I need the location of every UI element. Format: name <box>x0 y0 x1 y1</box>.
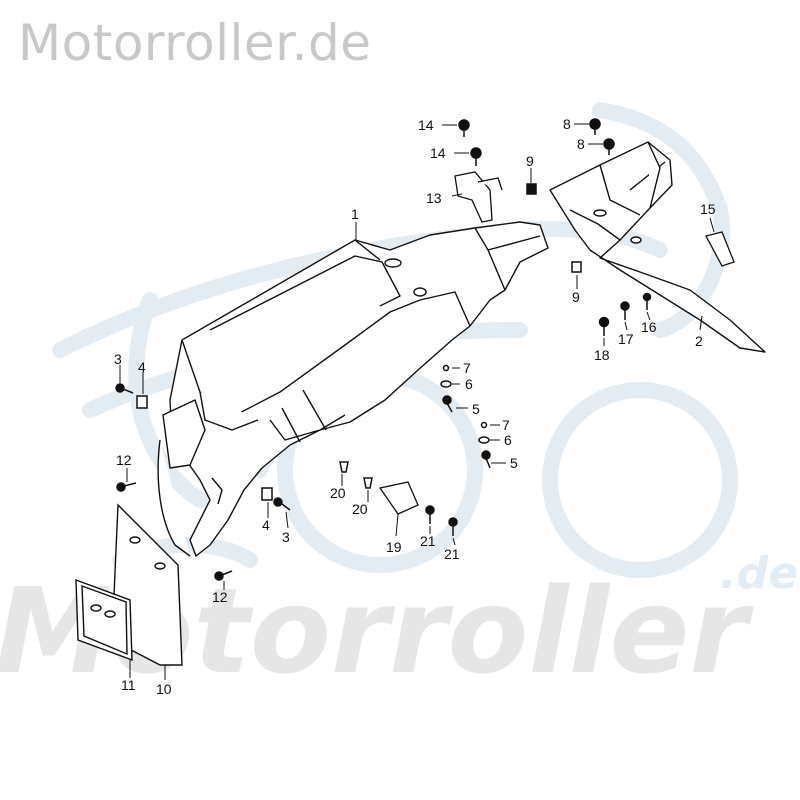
screw-17 <box>620 301 630 320</box>
label-part-20a: 20 <box>330 485 346 501</box>
screw-21a <box>425 505 435 524</box>
label-part-13: 13 <box>426 190 442 206</box>
clip-20b <box>363 477 373 489</box>
bolt-14b <box>470 147 482 166</box>
screw-18 <box>598 316 610 336</box>
label-part-14b: 14 <box>430 145 446 161</box>
label-part-15: 15 <box>700 201 716 217</box>
label-part-21a: 21 <box>420 533 436 549</box>
label-part-9b: 9 <box>572 289 580 305</box>
label-part-12a: 12 <box>116 452 132 468</box>
label-part-1: 1 <box>351 206 359 222</box>
nut-4b <box>261 487 273 501</box>
label-part-10: 10 <box>156 681 172 697</box>
bolt-5a <box>442 395 453 413</box>
nut-9a <box>526 183 537 195</box>
part-11-reflector <box>75 578 133 662</box>
label-part-19: 19 <box>386 539 402 555</box>
washer-7b <box>480 421 488 429</box>
part-2-tail-section <box>549 141 766 353</box>
label-part-14a: 14 <box>418 117 434 133</box>
nut-4a <box>136 395 148 409</box>
label-part-4b: 4 <box>262 517 270 533</box>
watermark-suffix: .de <box>720 548 798 599</box>
label-part-7b: 7 <box>502 417 510 433</box>
washer-6b <box>478 436 490 444</box>
part-13-bracket <box>454 171 503 223</box>
label-part-17: 17 <box>618 331 634 347</box>
label-part-18: 18 <box>594 347 610 363</box>
part-1-rear-fender <box>157 221 549 557</box>
bolt-14a <box>458 119 470 137</box>
clip-20a <box>339 461 349 473</box>
bolt-5b <box>481 450 491 469</box>
label-part-5a: 5 <box>472 401 480 417</box>
label-part-16: 16 <box>641 319 657 335</box>
bolt-12a <box>116 482 137 492</box>
label-part-11: 11 <box>121 677 136 693</box>
bolt-3a <box>115 383 134 394</box>
washer-6a <box>440 380 452 388</box>
bolt-12b <box>214 570 233 581</box>
site-title: Motorroller.de <box>18 14 372 72</box>
part-labels: 1 2 3 3 4 4 5 5 6 6 7 7 8 8 9 9 10 11 12… <box>114 116 716 697</box>
label-part-8a: 8 <box>563 116 571 132</box>
screw-16 <box>642 292 652 310</box>
screw-21b <box>448 517 458 536</box>
label-part-8b: 8 <box>577 136 585 152</box>
bolt-3b <box>273 497 291 511</box>
label-part-9a: 9 <box>526 153 534 169</box>
label-part-2: 2 <box>695 333 703 349</box>
part-15-cap <box>705 231 735 267</box>
bolt-8b <box>603 138 615 155</box>
leader-lines <box>119 123 715 680</box>
label-part-4a: 4 <box>138 359 146 375</box>
label-part-12b: 12 <box>212 589 228 605</box>
label-part-3a: 3 <box>114 351 122 367</box>
nut-9b <box>571 261 582 273</box>
label-part-6a: 6 <box>465 376 473 392</box>
label-part-3b: 3 <box>282 529 290 545</box>
bolt-8a <box>589 118 601 135</box>
label-part-20b: 20 <box>352 501 368 517</box>
part-19-clip <box>378 481 419 515</box>
label-part-7a: 7 <box>463 360 471 376</box>
label-part-5b: 5 <box>510 455 518 471</box>
label-part-21b: 21 <box>444 546 460 562</box>
washer-7a <box>442 364 450 372</box>
label-part-6b: 6 <box>504 432 512 448</box>
fasteners <box>115 118 652 581</box>
